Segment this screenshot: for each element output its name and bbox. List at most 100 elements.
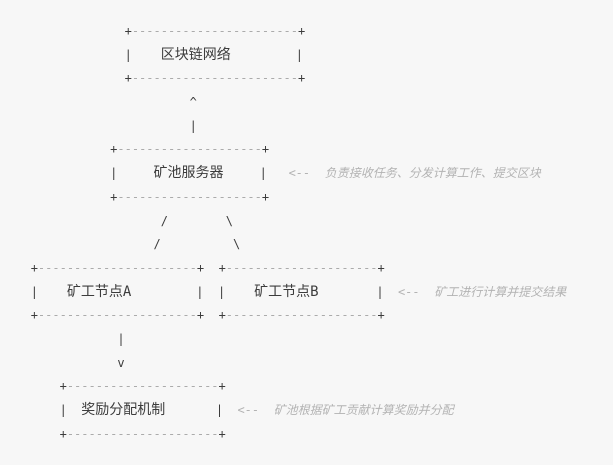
spacer [9, 71, 125, 85]
box-frame: + [196, 260, 205, 275]
spacer [384, 285, 398, 299]
spacer [204, 285, 218, 299]
reward-mechanism-label: 奖励分配机制 [81, 402, 166, 418]
dashed-border: ---------------------- [37, 260, 197, 275]
spacer [9, 190, 110, 204]
miner-boxes-bottom: +----------------------+ +--------------… [9, 304, 613, 328]
fanout-left-icon: / [160, 213, 168, 228]
spacer [9, 261, 31, 275]
spacer [9, 379, 60, 393]
dashed-border: ---------------------- [37, 308, 197, 323]
fanout-right-icon: \ [232, 237, 241, 252]
box-frame: | [215, 403, 224, 417]
pool-box-bottom: +--------------------+ [9, 186, 613, 210]
box-frame: | [124, 47, 132, 62]
down-arrow-icon: v [117, 355, 125, 370]
spacer [9, 95, 190, 109]
box-frame: + [59, 426, 67, 441]
dashed-border: -------------------- [117, 142, 262, 157]
spacer [319, 285, 377, 299]
arrow-down-head: v [9, 352, 613, 376]
reward-annotation: 矿池根据矿工贡献计算奖励并分配 [273, 403, 454, 417]
dashed-border: --------------------- [225, 260, 378, 275]
fanout-upper: / \ [9, 210, 613, 234]
arrow-down-shaft: | [9, 328, 613, 352]
spacer [9, 142, 110, 156]
spacer [168, 214, 226, 228]
spacer [224, 166, 260, 180]
box-frame: | [295, 47, 303, 62]
spacer [204, 308, 218, 322]
ascii-architecture-diagram: +-----------------------+ | 区块链网络 | +---… [9, 20, 613, 447]
box-frame: + [110, 142, 118, 157]
spacer [165, 403, 216, 417]
box-frame: | [110, 166, 118, 181]
miner-node-b-label: 矿工节点B [254, 283, 319, 300]
pool-box-row: | 矿池服务器 | <-- 负责接收任务、分发计算工作、提交区块 [9, 162, 613, 186]
spacer [267, 166, 289, 180]
spacer [9, 214, 161, 228]
reward-box-top: +---------------------+ [9, 375, 613, 399]
box-frame: + [261, 142, 270, 157]
spacer [67, 403, 81, 417]
annotation-arrow-icon: <-- [288, 166, 311, 181]
spacer [231, 48, 296, 62]
spacer [223, 403, 237, 417]
spacer [9, 119, 190, 133]
dashed-border: --------------------- [66, 379, 219, 394]
spacer [9, 237, 154, 251]
arrow-shaft: | [189, 118, 197, 133]
box-frame: + [377, 308, 385, 323]
spacer [9, 166, 110, 180]
blockchain-box-row: | 区块链网络 | [9, 44, 613, 68]
box-frame: | [196, 284, 204, 299]
spacer [259, 403, 273, 417]
reward-box-bottom: +---------------------+ [9, 423, 613, 447]
blockchain-network-label: 区块链网络 [160, 46, 231, 63]
blockchain-box-bottom: +-----------------------+ [9, 67, 613, 91]
arrow-up-head: ^ [9, 91, 613, 115]
spacer [161, 237, 233, 251]
arrow-shaft: | [117, 331, 125, 346]
box-frame: | [30, 284, 38, 299]
dashed-border: ----------------------- [131, 71, 298, 86]
fanout-lower: / \ [9, 233, 613, 257]
miner-boxes-row: | 矿工节点A | | 矿工节点B | <-- 矿工进行计算并提交结果 [9, 281, 613, 305]
dashed-border: --------------------- [66, 426, 219, 441]
box-frame: | [376, 284, 384, 299]
fanout-right-icon: \ [225, 213, 233, 228]
box-frame: + [196, 308, 205, 323]
miner-node-a-label: 矿工节点A [66, 283, 132, 300]
box-frame: + [30, 260, 38, 275]
box-frame: + [124, 24, 132, 38]
box-frame: + [110, 189, 118, 204]
miner-boxes-top: +----------------------+ +--------------… [9, 257, 613, 281]
box-frame: + [218, 426, 226, 441]
arrow-up-shaft: | [9, 115, 613, 139]
spacer [9, 427, 60, 441]
box-frame: + [218, 308, 226, 323]
spacer [131, 285, 196, 299]
box-frame: + [218, 379, 226, 394]
spacer [9, 356, 117, 370]
reward-box-row: | 奖励分配机制 | <-- 矿池根据矿工贡献计算奖励并分配 [9, 399, 613, 423]
box-frame: + [261, 189, 270, 204]
blockchain-box-top: +-----------------------+ [9, 20, 613, 44]
box-frame: + [298, 71, 306, 86]
spacer [310, 166, 324, 180]
dashed-border: --------------------- [225, 308, 378, 323]
box-frame: | [217, 284, 226, 299]
spacer [225, 285, 254, 299]
up-arrow-icon: ^ [189, 95, 197, 110]
spacer [9, 308, 31, 322]
annotation-arrow-icon: <-- [237, 403, 260, 417]
spacer [132, 48, 161, 62]
box-frame: + [298, 24, 306, 38]
spacer [420, 285, 434, 299]
spacer [38, 285, 67, 299]
spacer [9, 48, 125, 62]
pool-annotation: 负责接收任务、分发计算工作、提交区块 [324, 166, 541, 181]
dashed-border: -------------------- [117, 189, 262, 204]
dashed-border: ----------------------- [131, 24, 298, 38]
